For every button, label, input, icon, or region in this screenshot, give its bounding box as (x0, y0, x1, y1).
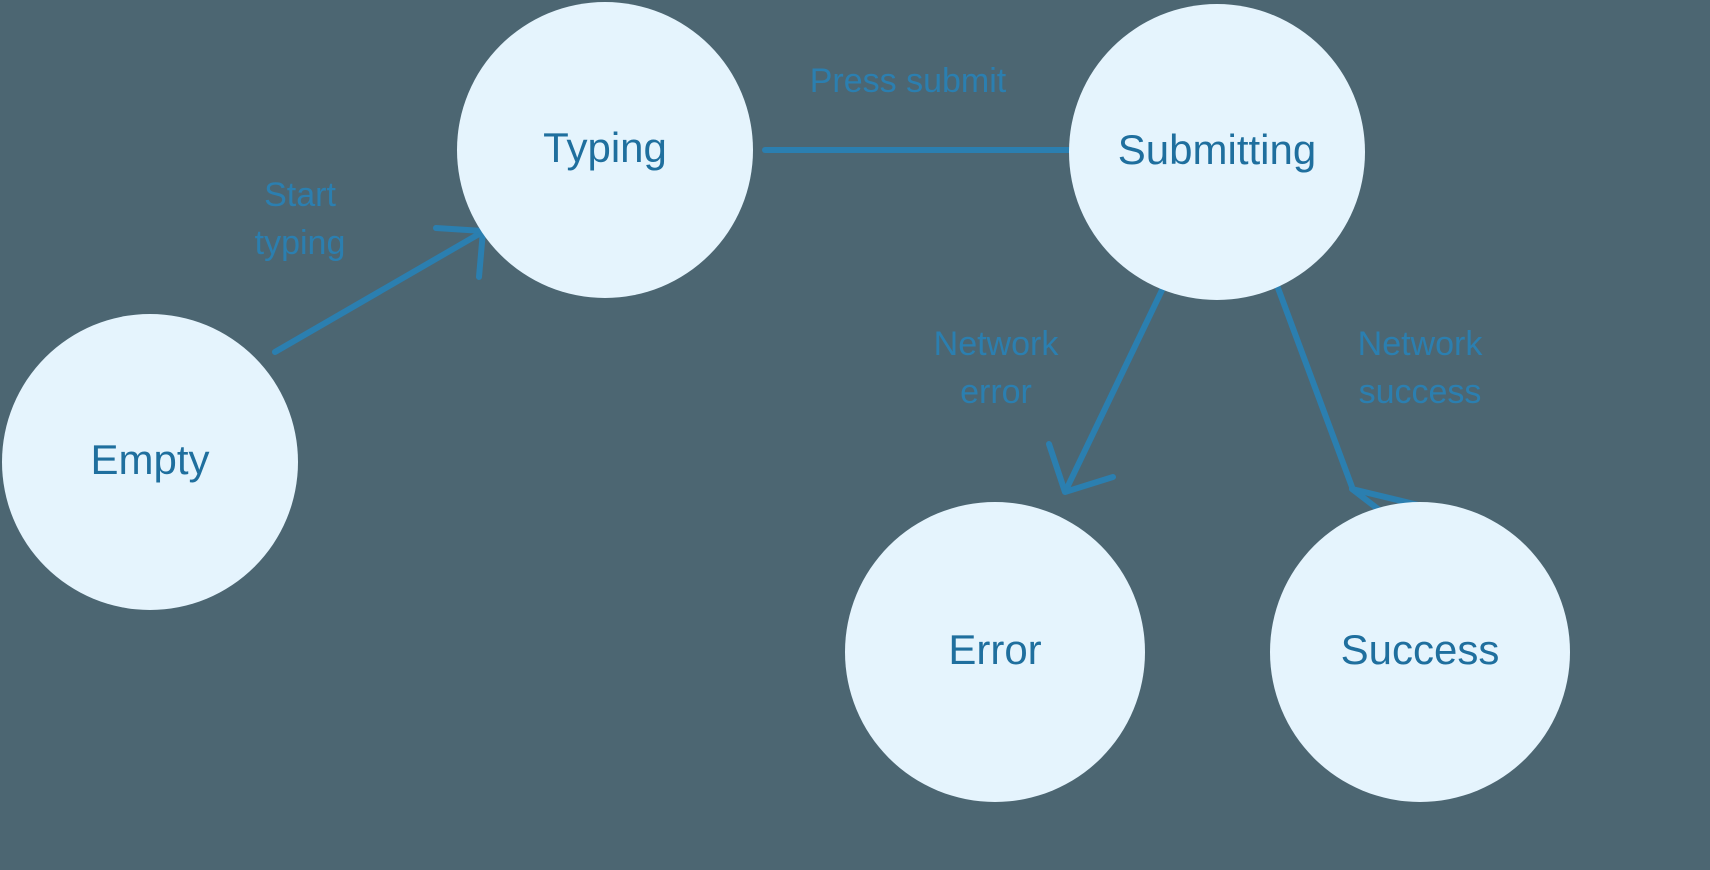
edge-label-empty-to-typing: Start typing (255, 176, 346, 262)
state-label-empty: Empty (90, 436, 209, 483)
edge-label-line-success: success (1359, 373, 1482, 411)
edge-label-line-error: error (960, 373, 1032, 411)
edge-label-line-network: Network (934, 325, 1060, 363)
edge-label-line-typing: typing (255, 224, 346, 262)
state-label-success: Success (1341, 626, 1500, 673)
edge-line-submitting-to-success (1275, 285, 1355, 490)
state-circle-typing[interactable] (457, 2, 753, 298)
state-circle-success[interactable] (1270, 502, 1570, 802)
state-circle-error[interactable] (845, 502, 1145, 802)
state-label-error: Error (948, 626, 1041, 673)
edge-label-submitting-to-success: Network success (1358, 325, 1484, 411)
edge-label-submitting-to-error: Network error (934, 325, 1060, 411)
edge-label-typing-to-submitting: Press submit (810, 62, 1007, 100)
edge-submitting-to-error (1046, 285, 1166, 495)
edge-line-submitting-to-error (1063, 285, 1166, 493)
edge-label-line-network2: Network (1358, 325, 1484, 363)
state-node-submitting[interactable]: Submitting (1069, 4, 1365, 300)
state-circle-empty[interactable] (2, 314, 298, 610)
state-label-typing: Typing (543, 124, 667, 171)
edge-label-line-start: Start (264, 176, 336, 214)
edge-line-empty-to-typing (272, 231, 482, 355)
state-node-error[interactable]: Error (845, 502, 1145, 802)
state-node-typing[interactable]: Typing (457, 2, 753, 298)
edge-label-line-press-submit: Press submit (810, 62, 1007, 100)
state-node-success[interactable]: Success (1270, 502, 1570, 802)
arrowhead-submitting-to-error (1046, 441, 1116, 495)
state-node-empty[interactable]: Empty (2, 314, 298, 610)
state-label-submitting: Submitting (1118, 126, 1316, 173)
state-circle-submitting[interactable] (1069, 4, 1365, 300)
